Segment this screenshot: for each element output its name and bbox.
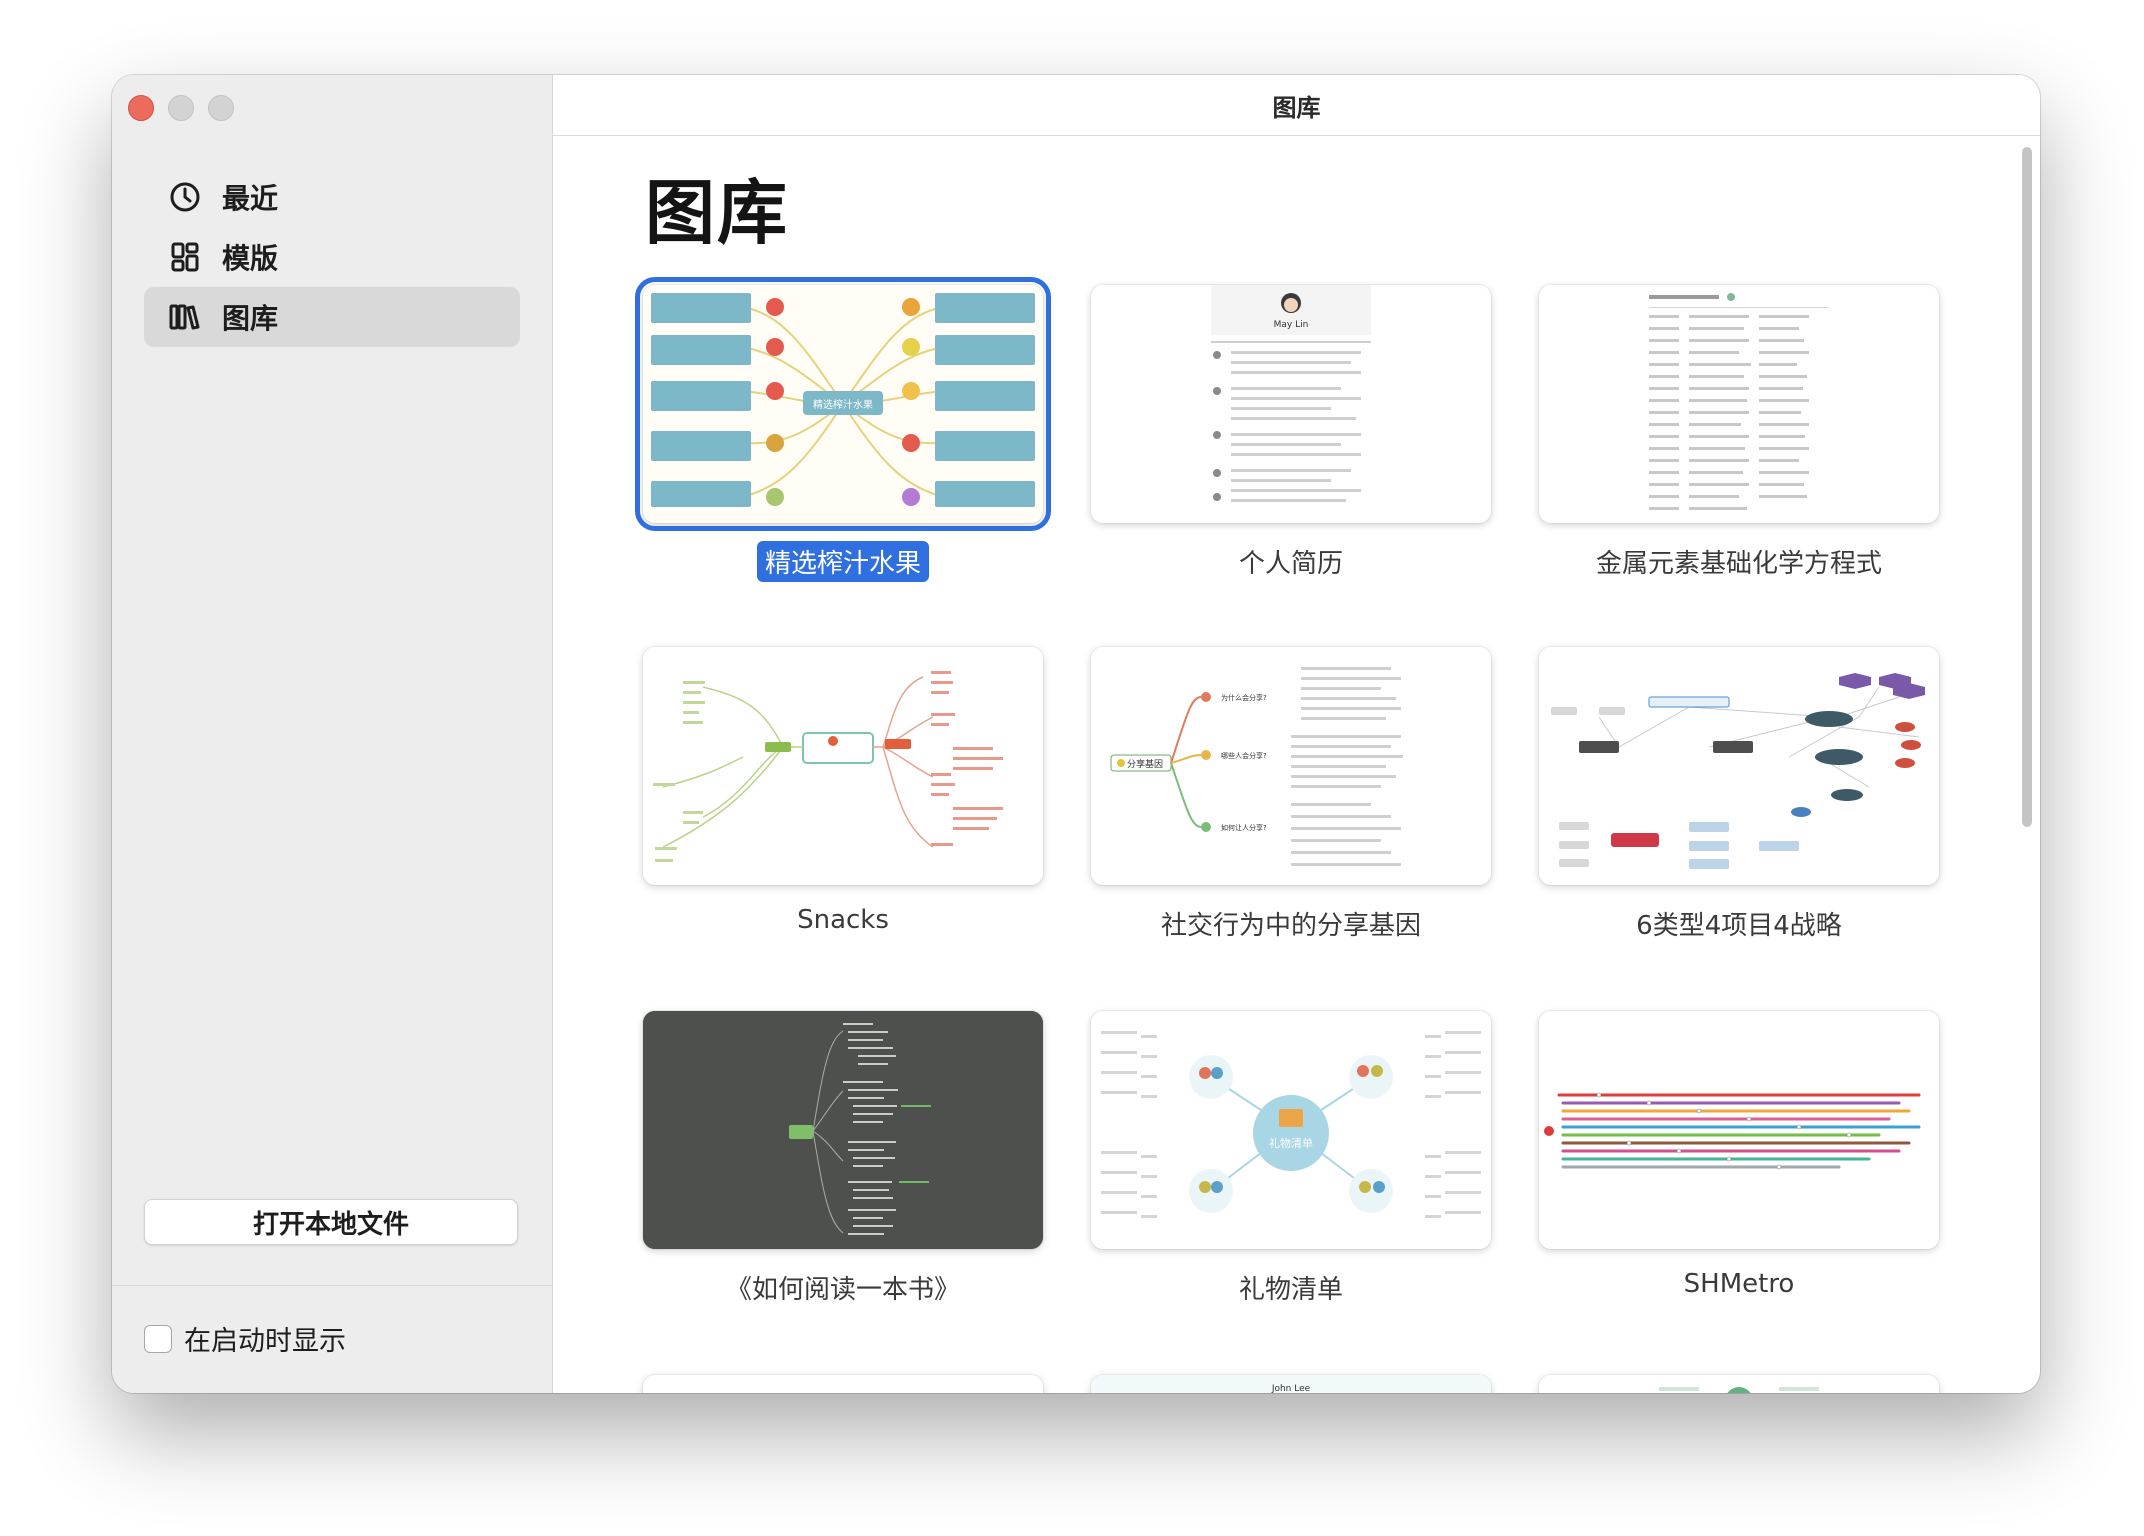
card-thumbnail[interactable]: [1539, 647, 1939, 885]
gallery-card-partial[interactable]: [1539, 1375, 1939, 1393]
thumb-center-text: 精选榨汁水果: [813, 398, 873, 411]
clock-icon: [168, 180, 202, 214]
card-thumbnail[interactable]: [1539, 285, 1939, 523]
show-on-startup-label: 在启动时显示: [184, 1326, 346, 1357]
sidebar: 最近 模版 图库 打开本地文件 在启动时显示: [112, 75, 553, 1393]
card-thumbnail[interactable]: [1539, 1375, 1939, 1393]
gallery-card[interactable]: May Lin 个人简历: [1091, 285, 1491, 582]
app-window: 最近 模版 图库 打开本地文件 在启动时显示 图库 图库: [112, 75, 2040, 1393]
card-label[interactable]: 精选榨汁水果: [756, 541, 929, 582]
card-thumbnail[interactable]: [1539, 1011, 1939, 1249]
card-thumbnail[interactable]: 礼物清单: [1091, 1011, 1491, 1249]
sidebar-item-library[interactable]: 图库: [144, 287, 520, 347]
card-label[interactable]: 社交行为中的分享基因: [1160, 911, 1421, 941]
grid-icon: [168, 240, 202, 274]
sidebar-item-recent[interactable]: 最近: [144, 167, 520, 227]
gallery-card[interactable]: 精选榨汁水果: [635, 277, 1051, 582]
card-thumbnail[interactable]: 分享基因 为什么会分享? 哪些人会分享? 如何让人分享?: [1091, 647, 1491, 885]
card-label[interactable]: SHMetro: [1683, 1269, 1795, 1299]
thumb-share-q2: 哪些人会分享?: [1221, 751, 1267, 760]
sidebar-divider: [112, 1285, 552, 1286]
gallery-card[interactable]: 《如何阅读一本书》: [643, 1011, 1043, 1308]
sidebar-item-label: 模版: [222, 242, 279, 275]
thumb-share-center: 分享基因: [1127, 758, 1163, 770]
main-content: 图库 图库: [553, 75, 2040, 1393]
close-button[interactable]: [128, 95, 154, 121]
card-thumbnail[interactable]: 精选榨汁水果: [635, 277, 1051, 531]
gallery-card-partial[interactable]: John Lee: [1091, 1375, 1491, 1393]
card-label[interactable]: 6类型4项目4战略: [1636, 911, 1842, 941]
card-label[interactable]: Snacks: [797, 905, 889, 935]
minimize-button[interactable]: [168, 95, 194, 121]
open-local-file-button[interactable]: 打开本地文件: [144, 1199, 518, 1245]
thumb-share-q1: 为什么会分享?: [1221, 693, 1267, 702]
gallery-card[interactable]: 礼物清单: [1091, 1011, 1491, 1308]
sidebar-nav: 最近 模版 图库: [144, 167, 520, 347]
gallery-card[interactable]: 6类型4项目4战略: [1539, 647, 1939, 944]
card-label[interactable]: 《如何阅读一本书》: [725, 1275, 960, 1305]
gallery-card[interactable]: SHMetro: [1539, 1011, 1939, 1301]
sidebar-item-label: 图库: [222, 302, 279, 335]
card-label[interactable]: 金属元素基础化学方程式: [1595, 549, 1882, 579]
vertical-scrollbar[interactable]: [2022, 147, 2032, 827]
window-title: 图库: [553, 75, 2040, 136]
page-title: 图库: [645, 172, 789, 254]
thumb-resume-name: May Lin: [1274, 320, 1309, 330]
zoom-button[interactable]: [208, 95, 234, 121]
gallery-card[interactable]: 分享基因 为什么会分享? 哪些人会分享? 如何让人分享?: [1091, 647, 1491, 944]
gallery-card-partial[interactable]: [643, 1375, 1043, 1393]
card-thumbnail[interactable]: [643, 647, 1043, 885]
card-thumbnail[interactable]: John Lee: [1091, 1375, 1491, 1393]
show-on-startup-checkbox[interactable]: [144, 1324, 172, 1353]
library-icon: [168, 300, 202, 334]
card-thumbnail[interactable]: May Lin: [1091, 285, 1491, 523]
gallery-card[interactable]: 金属元素基础化学方程式: [1539, 285, 1939, 582]
thumb-gift-center: 礼物清单: [1269, 1136, 1313, 1150]
card-thumbnail[interactable]: [643, 1375, 1043, 1393]
sidebar-item-label: 最近: [222, 182, 279, 215]
gallery-card[interactable]: Snacks: [643, 647, 1043, 937]
window-controls: [128, 95, 234, 121]
card-thumbnail[interactable]: [643, 1011, 1043, 1249]
show-on-startup-option[interactable]: 在启动时显示: [144, 1319, 346, 1358]
thumb-share-q3: 如何让人分享?: [1221, 823, 1267, 832]
sidebar-item-templates[interactable]: 模版: [144, 227, 520, 287]
card-label[interactable]: 礼物清单: [1238, 1275, 1343, 1305]
thumb-partial-name: John Lee: [1271, 1384, 1311, 1393]
card-label[interactable]: 个人简历: [1238, 549, 1343, 579]
